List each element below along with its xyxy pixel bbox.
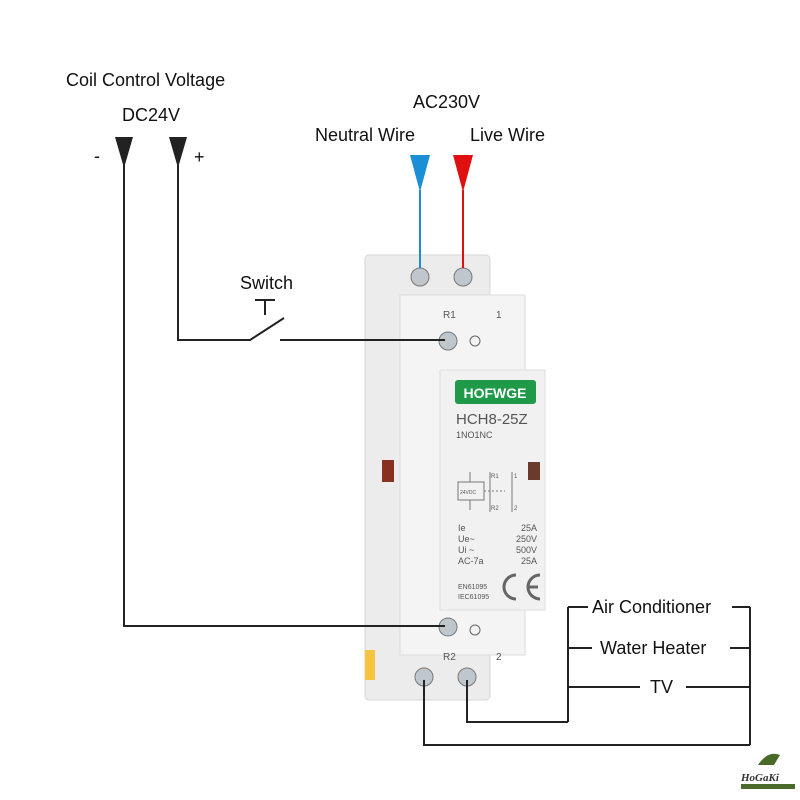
svg-text:250V: 250V <box>516 534 537 544</box>
terminal-1-label: 1 <box>496 310 502 321</box>
dc-voltage-label: DC24V <box>122 105 180 125</box>
plus-label: + <box>194 147 205 167</box>
load-air-conditioner: Air Conditioner <box>592 597 711 617</box>
minus-label: - <box>94 146 100 166</box>
terminal-2-label: 2 <box>496 652 502 663</box>
svg-text:AC-7a: AC-7a <box>458 556 484 566</box>
standard-1: EN61095 <box>458 584 487 591</box>
brand-label: HOFWGE <box>464 385 527 401</box>
svg-text:25A: 25A <box>521 523 537 533</box>
negative-arrow-icon <box>115 137 133 168</box>
schematic-voltage: 24VDC <box>460 490 477 496</box>
svg-text:Ue~: Ue~ <box>458 534 475 544</box>
terminal-r2-label: R2 <box>443 652 456 663</box>
svg-text:25A: 25A <box>521 556 537 566</box>
coil-voltage-label: Coil Control Voltage <box>66 70 225 90</box>
neutral-arrow-icon <box>410 155 430 192</box>
status-window <box>528 462 540 480</box>
config-label: 1NO1NC <box>456 430 493 440</box>
terminal-screws <box>410 267 481 687</box>
contactor <box>364 254 546 701</box>
svg-text:Ie: Ie <box>458 523 466 533</box>
schematic-2: 2 <box>514 506 518 512</box>
svg-text:HoGaKi: HoGaKi <box>740 772 780 784</box>
hogaki-logo: HoGaKi <box>740 753 795 789</box>
coil-positive-wire <box>177 165 285 341</box>
load-tv: TV <box>650 677 673 697</box>
wires <box>123 165 751 746</box>
brand-badge <box>455 380 536 404</box>
terminal-r1-label: R1 <box>443 310 456 321</box>
schematic-r1: R1 <box>491 474 499 480</box>
ac-voltage-label: AC230V <box>413 92 480 112</box>
svg-text:500V: 500V <box>516 545 537 555</box>
schematic-1: 1 <box>514 474 518 480</box>
neutral-label: Neutral Wire <box>315 125 415 145</box>
ce-mark <box>502 573 541 601</box>
load-water-heater: Water Heater <box>600 638 706 658</box>
schematic-r2: R2 <box>491 506 499 512</box>
coil-negative-wire <box>123 165 445 627</box>
positive-arrow-icon <box>169 137 187 168</box>
svg-text:Ui ~: Ui ~ <box>458 545 474 555</box>
spec-list: Ie 25A Ue~ 250V Ui ~ 500V AC-7a 25A <box>458 523 537 566</box>
switch-label: Switch <box>240 273 293 293</box>
model-label: HCH8-25Z <box>456 411 528 428</box>
standard-2: IEC61095 <box>458 594 489 601</box>
live-label: Live Wire <box>470 125 545 145</box>
live-arrow-icon <box>453 155 473 192</box>
